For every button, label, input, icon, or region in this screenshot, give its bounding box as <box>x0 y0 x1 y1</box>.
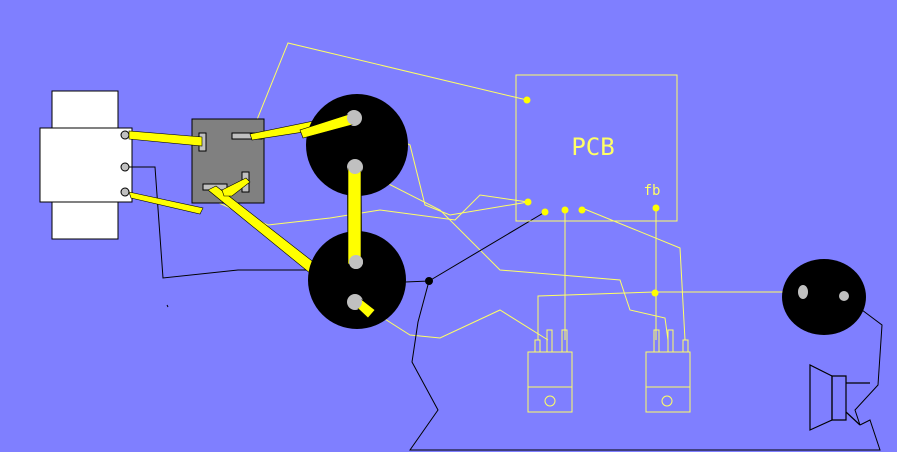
pcb-pad-top <box>523 96 531 104</box>
pcb-pad-3 <box>561 206 569 214</box>
pcb-label: PCB <box>571 133 614 161</box>
regulator-1-pin-2 <box>546 329 553 353</box>
wire-pcb-to-regulator2 <box>581 207 686 341</box>
regulator-1-pin-1 <box>534 339 541 353</box>
speaker-cone <box>809 364 833 431</box>
ground-rail-node <box>651 289 659 297</box>
output-capacitor-terminal-a <box>798 285 808 299</box>
pcb-outline <box>515 74 678 222</box>
regulator-1 <box>527 329 573 413</box>
regulator-2-pin-2 <box>667 329 674 353</box>
pcb: PCB fb <box>515 74 678 222</box>
pcb-pad-4 <box>578 206 586 214</box>
stray-mark <box>166 304 169 308</box>
junction-node <box>425 277 433 285</box>
capacitor-bridge-wire <box>347 167 362 265</box>
regulator-2 <box>645 329 691 413</box>
output-capacitor <box>782 259 866 335</box>
output-capacitor-body <box>782 259 866 335</box>
regulator-2-body <box>645 351 691 413</box>
black-wire-ground-loop <box>404 280 881 451</box>
wire-cap2-to-regulator <box>354 299 549 341</box>
speaker <box>809 364 870 431</box>
speaker-magnet <box>831 375 847 421</box>
wire-relay-loop <box>207 194 529 226</box>
fb-label: fb <box>644 183 661 199</box>
regulator-1-hole <box>544 395 556 407</box>
power-wire-transformer-lower <box>128 191 204 215</box>
regulator-2-pin-1 <box>653 329 660 353</box>
speaker-lead-2 <box>845 411 861 426</box>
capacitor-bridge-terminal-top <box>348 160 362 174</box>
black-wires <box>129 166 883 451</box>
wire-relay-to-pcb <box>249 42 528 138</box>
capacitor-2-body <box>308 231 406 329</box>
pcb-pad-2 <box>541 208 549 216</box>
black-wire-transformer <box>129 166 320 279</box>
transformer <box>39 90 133 240</box>
output-capacitor-terminal-b <box>839 291 849 301</box>
capacitor-bridge-terminal-bottom <box>349 255 363 269</box>
black-wire-to-pcb <box>428 211 546 282</box>
capacitor-1-terminal-cap <box>347 111 361 125</box>
regulator-2-hole <box>661 395 673 407</box>
power-wire-transformer-relay <box>128 130 203 147</box>
pcb-pad-1 <box>524 198 532 206</box>
wire-ground-rail <box>537 291 803 340</box>
pcb-pad-fb <box>652 204 660 212</box>
transformer-terminal-3 <box>120 187 130 197</box>
regulator-1-pin-3 <box>561 329 568 353</box>
regulator-2-pin-3 <box>682 339 689 353</box>
wire-cap-to-reg2 <box>364 171 669 341</box>
black-wire-speaker <box>854 309 883 426</box>
transformer-terminal-2 <box>120 162 130 172</box>
regulator-1-body <box>527 351 573 413</box>
transformer-winding <box>39 127 133 203</box>
power-wire-relay-bend <box>221 177 251 197</box>
transformer-terminal-1 <box>120 130 130 140</box>
capacitor-2-terminal-cap <box>348 295 362 309</box>
signal-wires <box>207 42 803 341</box>
capacitor-1-body <box>306 94 408 196</box>
